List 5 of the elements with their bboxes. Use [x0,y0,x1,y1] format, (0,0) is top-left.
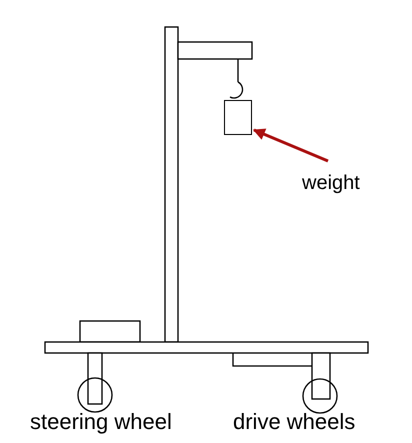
part-label: steering wheel [30,411,172,433]
callout-text: weight [302,172,360,194]
part-label: drive wheels [233,411,356,433]
weight-box [224,100,252,135]
arrow [252,128,329,162]
